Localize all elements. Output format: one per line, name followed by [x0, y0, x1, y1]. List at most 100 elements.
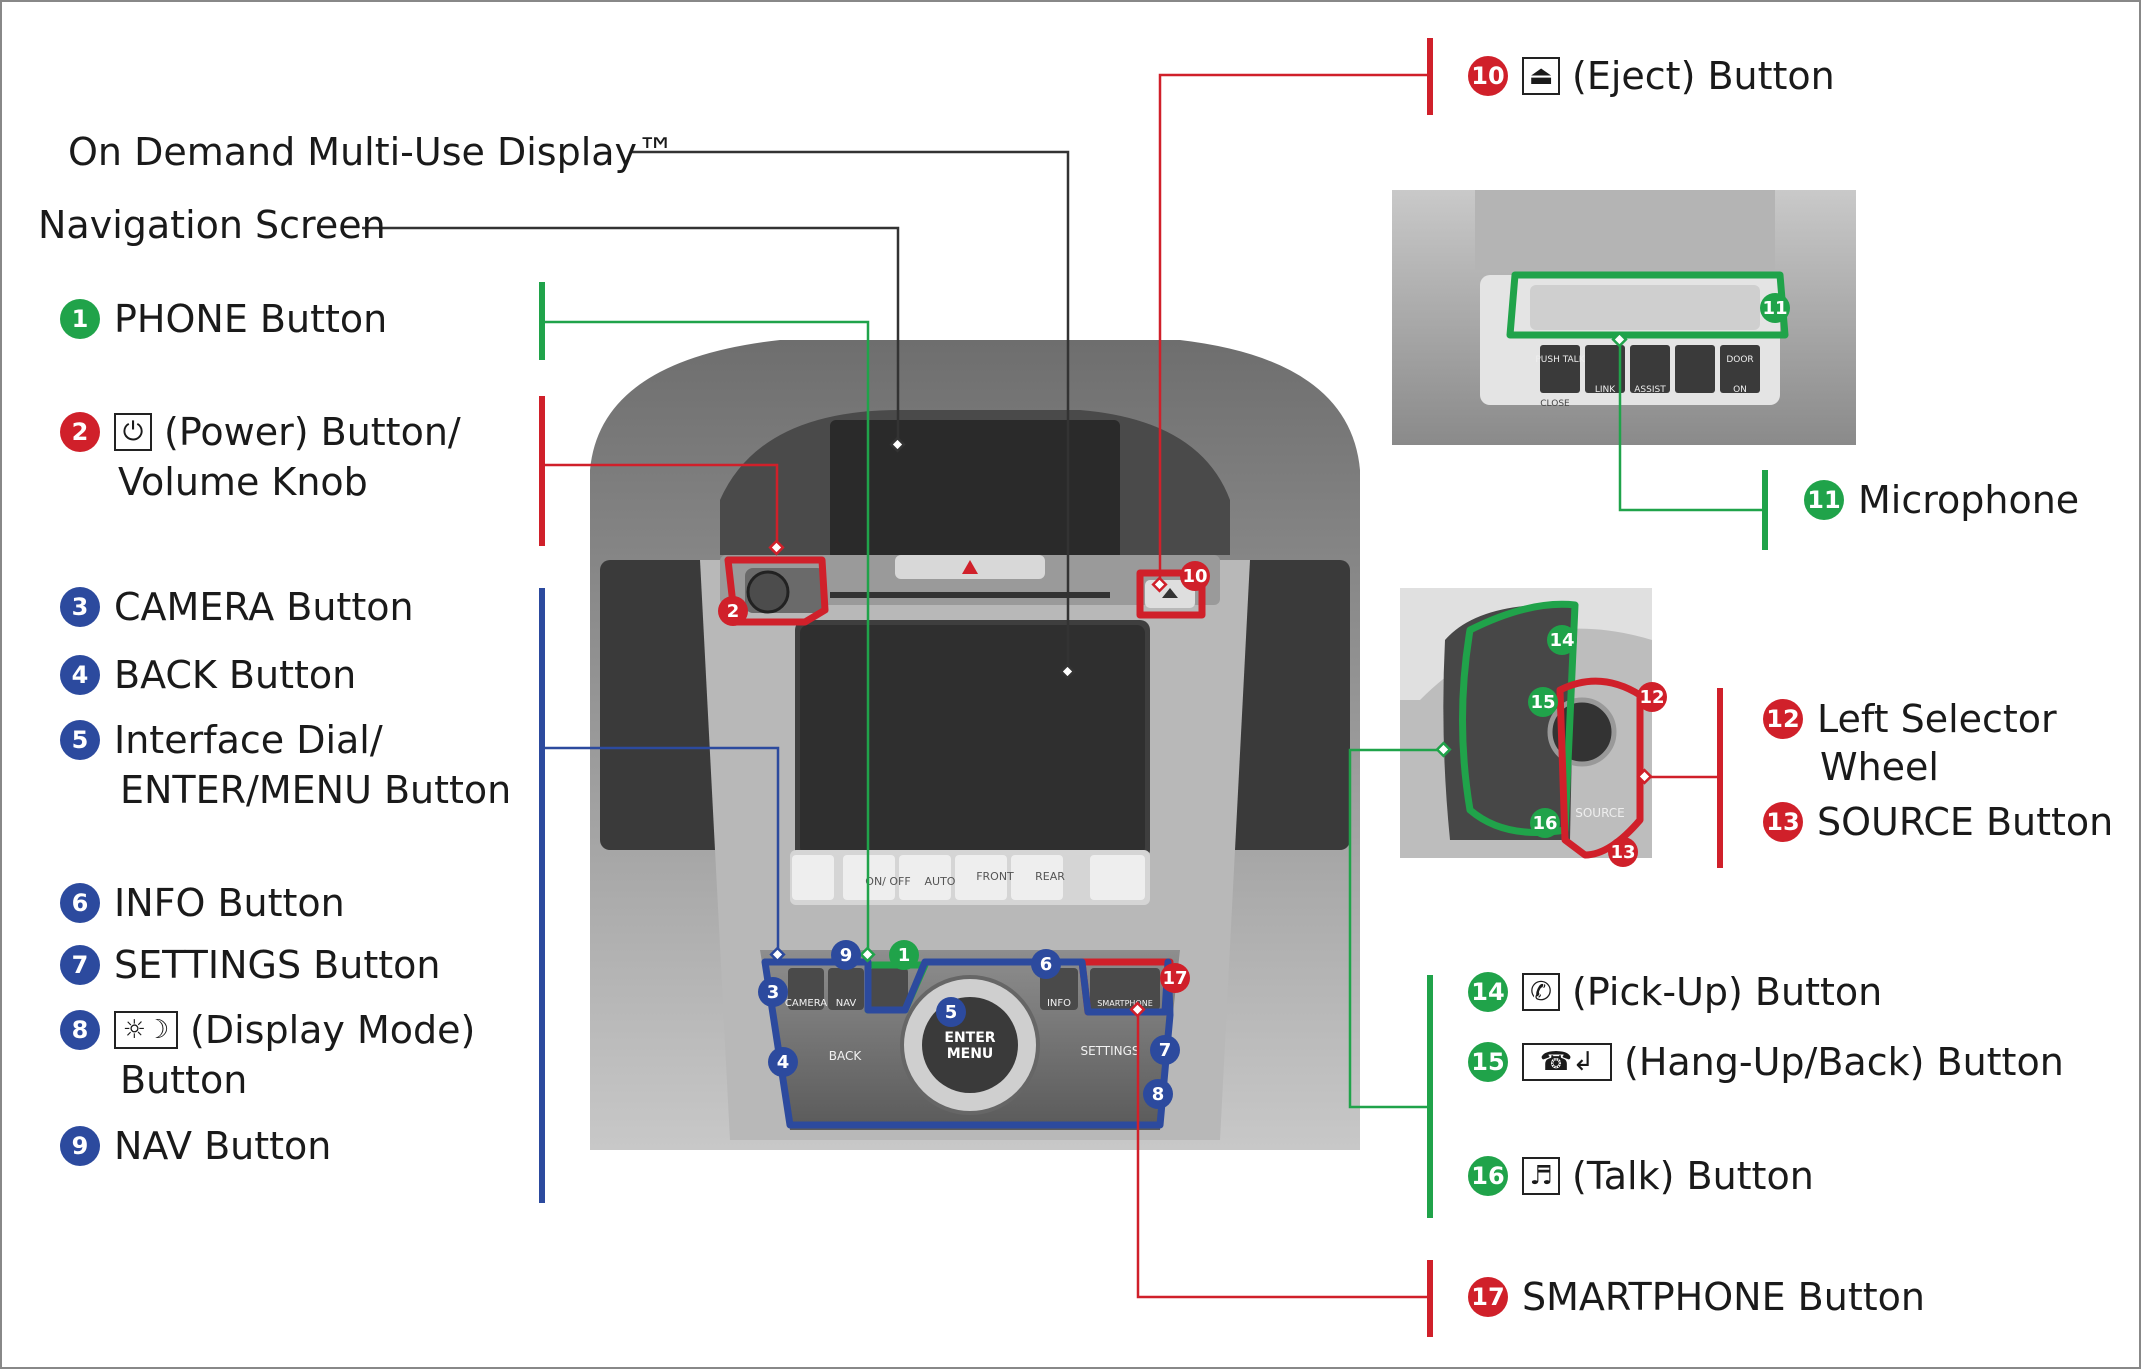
label-14: 14 ✆ (Pick-Up) Button [1468, 972, 1882, 1012]
push-talk-text: PUSH TALK [1535, 355, 1585, 365]
nav-text: NAV [836, 998, 857, 1009]
display-label: On Demand Multi-Use Display™ [68, 130, 676, 174]
label-5: 5 Interface Dial/ [60, 720, 383, 760]
label-7-text: SETTINGS Button [114, 943, 441, 987]
number-1: 1 [60, 299, 100, 339]
enter-text: ENTER [944, 1030, 995, 1046]
label-4: 4 BACK Button [60, 655, 356, 695]
info-text: INFO [1047, 998, 1071, 1009]
badge-13: 13 [1610, 842, 1635, 863]
smartphone-leader [1136, 1010, 1430, 1299]
number-11: 11 [1804, 480, 1844, 520]
label-9-text: NAV Button [114, 1124, 332, 1168]
volume-knob [746, 570, 790, 614]
dashboard-illustration: ON/ OFF AUTO FRONT REAR CAMERA NAV INFO … [590, 340, 1360, 1150]
badge-16: 16 [1532, 813, 1557, 834]
nav-screen-label: Navigation Screen [38, 203, 386, 247]
link-text: LINK [1595, 385, 1616, 395]
talk-icon: ♬ [1522, 1157, 1560, 1195]
number-12: 12 [1763, 699, 1803, 739]
label-8-line2: Button [120, 1058, 248, 1102]
number-7: 7 [60, 945, 100, 985]
label-13: 13 SOURCE Button [1763, 802, 2113, 842]
eject-highlight [1136, 569, 1206, 619]
steering-left-highlight [1459, 600, 1579, 836]
display-leader [630, 150, 1070, 672]
door-text: DOOR [1726, 355, 1753, 365]
label-16: 16 ♬ (Talk) Button [1468, 1156, 1814, 1196]
badge-14: 14 [1549, 630, 1574, 651]
eject-leader [1158, 73, 1430, 585]
microphone-photo: PUSH TALK LINK ASSIST DOOR ON CLOSE OPEN… [1392, 190, 1856, 445]
label-12: 12 Left Selector [1763, 699, 2057, 739]
microphone-leader [1618, 340, 1765, 512]
number-16: 16 [1468, 1156, 1508, 1196]
eject-icon: ⏏ [1522, 57, 1560, 95]
badge-6: 6 [1040, 954, 1053, 975]
badge-9: 9 [840, 945, 853, 966]
power-icon: ⏻ [114, 413, 152, 451]
badge-12: 12 [1639, 687, 1664, 708]
label-1-text: PHONE Button [114, 297, 388, 341]
power-leader [545, 463, 779, 548]
number-6: 6 [60, 883, 100, 923]
label-1: 1 PHONE Button [60, 299, 387, 339]
on-off-text: ON/ OFF [865, 875, 910, 888]
label-5-line2: ENTER/MENU Button [120, 768, 512, 812]
badge-17: 17 [1162, 968, 1187, 989]
blue-group-leader [545, 746, 780, 955]
cd-slot [830, 592, 1110, 598]
microphone-highlight [1506, 271, 1789, 339]
settings-text: SETTINGS [1080, 1044, 1139, 1058]
number-10: 10 [1468, 56, 1508, 96]
label-13-text: SOURCE Button [1817, 800, 2114, 844]
pickup-icon: ✆ [1522, 973, 1560, 1011]
source-text: SOURCE [1575, 806, 1625, 820]
back-text: BACK [829, 1049, 863, 1063]
label-9: 9 NAV Button [60, 1126, 331, 1166]
display-mode-icon: ☼☽ [114, 1011, 178, 1049]
label-5-text: Interface Dial/ [114, 718, 383, 762]
steering-left-leader [1348, 748, 1444, 1109]
label-12-text: Left Selector [1817, 697, 2057, 741]
number-8: 8 [60, 1010, 100, 1050]
label-11: 11 Microphone [1804, 480, 2079, 520]
label-8: 8 ☼☽ (Display Mode) [60, 1010, 475, 1050]
badge-5: 5 [945, 1002, 958, 1023]
front-text: FRONT [976, 870, 1014, 883]
right-vent [1220, 560, 1350, 850]
number-4: 4 [60, 655, 100, 695]
number-9: 9 [60, 1126, 100, 1166]
camera-text: CAMERA [785, 998, 827, 1009]
phone-leader [545, 320, 870, 955]
label-4-text: BACK Button [114, 653, 357, 697]
label-17: 17 SMARTPHONE Button [1468, 1277, 1925, 1317]
number-2: 2 [60, 412, 100, 452]
steering-right-highlight [1556, 677, 1644, 859]
label-17-text: SMARTPHONE Button [1522, 1275, 1925, 1319]
badge-8: 8 [1152, 1084, 1165, 1105]
number-15: 15 [1468, 1042, 1508, 1082]
assist-text: ASSIST [1634, 385, 1666, 395]
label-14-text: (Pick-Up) Button [1572, 970, 1883, 1014]
label-2-text: (Power) Button/ [164, 410, 461, 454]
label-6: 6 INFO Button [60, 883, 345, 923]
badge-2: 2 [727, 601, 740, 622]
steering-photo: SOURCE [1400, 588, 1652, 859]
label-12-line2: Wheel [1820, 745, 1939, 789]
number-5: 5 [60, 720, 100, 760]
label-8-text: (Display Mode) [190, 1008, 476, 1052]
label-7: 7 SETTINGS Button [60, 945, 440, 985]
number-14: 14 [1468, 972, 1508, 1012]
smartphone-text: SMARTPHONE [1097, 999, 1153, 1008]
label-11-text: Microphone [1858, 478, 2080, 522]
rear-text: REAR [1035, 870, 1065, 883]
badge-3: 3 [767, 982, 780, 1003]
label-3: 3 CAMERA Button [60, 587, 414, 627]
label-15: 15 ☎↲ (Hang-Up/Back) Button [1468, 1042, 2064, 1082]
badge-7: 7 [1159, 1040, 1172, 1061]
badge-15: 15 [1530, 692, 1555, 713]
badge-4: 4 [777, 1052, 790, 1073]
